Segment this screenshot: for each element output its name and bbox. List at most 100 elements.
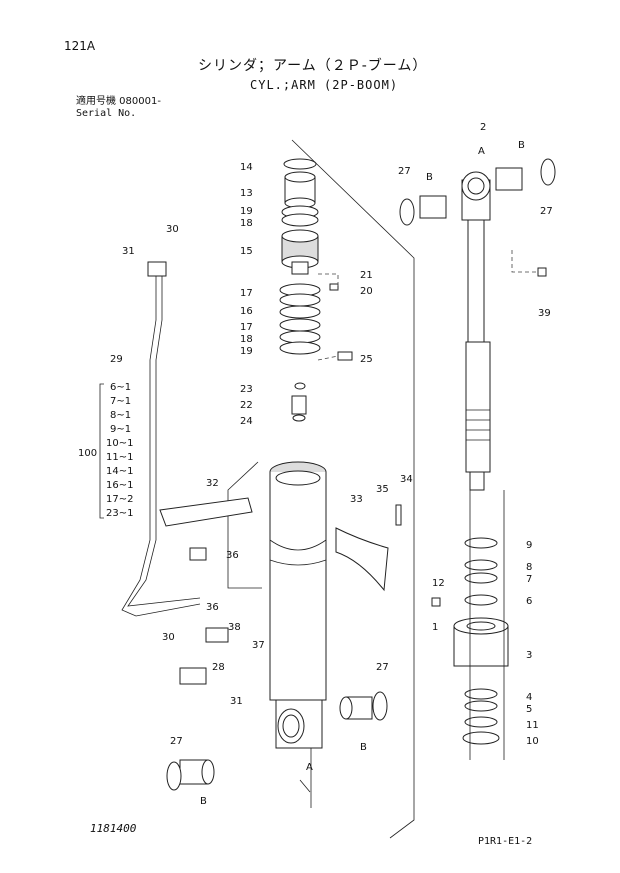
piston-rod xyxy=(461,171,491,491)
callout: 30 xyxy=(162,632,175,643)
callout: 31 xyxy=(122,246,135,257)
callout: 14 xyxy=(240,162,253,173)
pipe-clamp-bottom xyxy=(179,667,207,685)
gland-stack xyxy=(279,158,321,422)
callout: 37 xyxy=(252,640,265,651)
callout: 30 xyxy=(166,224,179,235)
callout: 4 xyxy=(526,692,532,703)
callout: 9 xyxy=(526,540,532,551)
callout: A xyxy=(306,762,313,773)
callout: 35 xyxy=(376,484,389,495)
title-english: CYL.;ARM (2P-BOOM) xyxy=(250,78,399,92)
callout: 8 xyxy=(526,562,532,573)
callout: 36 xyxy=(206,602,219,613)
callout: 11 xyxy=(526,720,539,731)
seal-ring xyxy=(540,158,556,186)
bushing-left xyxy=(419,195,447,219)
callout: 2 xyxy=(480,122,486,133)
callout: 31 xyxy=(230,696,243,707)
pipe-line xyxy=(121,276,201,617)
leader-line xyxy=(318,273,339,290)
serial-label-japanese: 適用号機 080001- xyxy=(76,96,161,107)
callout: 100 xyxy=(78,448,97,459)
seal-ring xyxy=(399,198,415,226)
callout: 15 xyxy=(240,246,253,257)
callout: B xyxy=(518,140,525,151)
callout: 33 xyxy=(350,494,363,505)
callout: 27 xyxy=(376,662,389,673)
callout: 20 xyxy=(360,286,373,297)
callout: 22 xyxy=(240,400,253,411)
bushing-bottom-left xyxy=(166,759,215,791)
kit-item: 11~1 xyxy=(106,452,133,463)
callout: 25 xyxy=(360,354,373,365)
callout: 19 xyxy=(240,346,253,357)
kit-item: 16~1 xyxy=(106,480,133,491)
callout: 17 xyxy=(240,288,253,299)
set-screw xyxy=(337,351,353,361)
callout: 34 xyxy=(400,474,413,485)
callout: 7 xyxy=(526,574,532,585)
kit-bracket xyxy=(99,383,104,519)
callout: 18 xyxy=(240,218,253,229)
kit-item: 7~1 xyxy=(110,396,131,407)
callout: 5 xyxy=(526,704,532,715)
serial-label-english: Serial No. xyxy=(76,108,137,119)
callout: 27 xyxy=(170,736,183,747)
callout: 3 xyxy=(526,650,532,661)
callout: 36 xyxy=(226,550,239,561)
pipe-band xyxy=(335,527,389,592)
grease-fitting xyxy=(537,267,547,277)
callout: 38 xyxy=(228,622,241,633)
callout: 1 xyxy=(432,622,438,633)
callout: 32 xyxy=(206,478,219,489)
plug-fitting xyxy=(329,283,339,291)
callouts: 14 13 19 18 15 17 16 17 18 19 23 22 24 2… xyxy=(78,122,553,807)
callout: 18 xyxy=(240,334,253,345)
leader-line xyxy=(511,250,538,273)
kit-item: 8~1 xyxy=(110,410,131,421)
kit-item: 6~1 xyxy=(110,382,131,393)
callout: 16 xyxy=(240,306,253,317)
callout: 12 xyxy=(432,578,445,589)
pipe-clamp-mid xyxy=(205,627,229,643)
drawing-number: 1181400 xyxy=(90,822,137,835)
frame-line xyxy=(469,490,505,760)
callout: 10 xyxy=(526,736,539,747)
clamp-block xyxy=(189,547,207,561)
title-japanese: シリンダ；アーム（２Ｐ-ブーム） xyxy=(198,58,428,74)
callout: B xyxy=(426,172,433,183)
kit-item: 23~1 xyxy=(106,508,133,519)
bushing-bottom-right xyxy=(339,691,388,721)
page-number: 121A xyxy=(64,39,96,53)
pipe-clamp-top xyxy=(147,261,167,277)
callout: B xyxy=(360,742,367,753)
kit-list: 6~1 7~1 8~1 9~1 10~1 11~1 14~1 16~1 17~2… xyxy=(106,382,133,519)
bushing-right xyxy=(495,167,523,191)
bolt xyxy=(395,504,402,526)
callout: 28 xyxy=(212,662,225,673)
callout: 6 xyxy=(526,596,532,607)
pipe-line xyxy=(127,276,201,607)
kit-item: 17~2 xyxy=(106,494,133,505)
kit-item: 10~1 xyxy=(106,438,133,449)
frame-line xyxy=(299,779,311,793)
callout: A xyxy=(478,146,485,157)
callout: 19 xyxy=(240,206,253,217)
page-code: P1R1-E1-2 xyxy=(478,836,533,847)
nut xyxy=(431,597,441,607)
frame-line xyxy=(227,461,262,589)
kit-item: 14~1 xyxy=(106,466,133,477)
callout: 27 xyxy=(540,206,553,217)
callout: 39 xyxy=(538,308,551,319)
callout: B xyxy=(200,796,207,807)
callout: 17 xyxy=(240,322,253,333)
callout: 24 xyxy=(240,416,253,427)
callout: 27 xyxy=(398,166,411,177)
leader-line xyxy=(317,355,339,361)
pipe-bracket xyxy=(159,497,253,527)
piston-stack xyxy=(453,537,509,745)
callout: 21 xyxy=(360,270,373,281)
kit-item: 9~1 xyxy=(110,424,131,435)
